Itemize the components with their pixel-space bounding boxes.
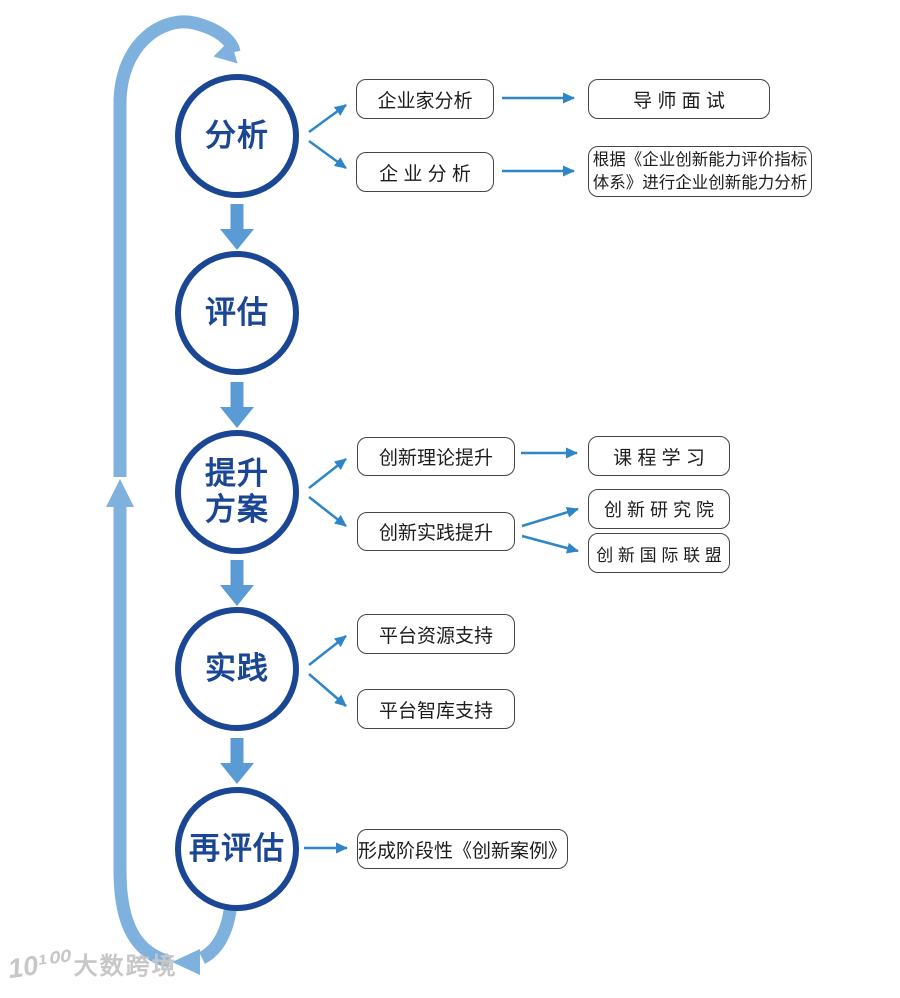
loop-bottom-right-curve (198, 902, 238, 964)
flow-box-entrepreneur-analysis: 企业家分析 (356, 79, 494, 119)
stage-circle-re-evaluation: 再评估 (175, 787, 299, 911)
stage-circle-improvement-plan: 提升 方案 (175, 430, 299, 554)
stage-label: 再评估 (189, 831, 285, 867)
down-arrow-icon (220, 382, 254, 428)
flow-box-enterprise-analysis: 企 业 分 析 (356, 152, 494, 192)
stage-label: 实践 (205, 651, 269, 687)
arrow-practice-stage-to-thinktank (308, 673, 347, 707)
arrow-plan-to-theory (308, 458, 347, 489)
down-arrow-icon (220, 560, 254, 606)
flow-box-innovation-cases: 形成阶段性《创新案例》 (357, 829, 568, 869)
stage-label: 提升 方案 (205, 456, 269, 527)
stage-down-arrows (220, 204, 254, 784)
arrow-analysis-to-entrepreneur (308, 103, 347, 134)
arrow-practice-to-institute (521, 506, 579, 528)
feedback-loop-arrow (113, 15, 241, 969)
flow-box-platform-resources: 平台资源支持 (357, 614, 515, 654)
arrow-analysis-to-enterprise (308, 139, 347, 170)
stage-circle-evaluation: 评估 (175, 251, 299, 375)
stage-label-line: 提升 (205, 456, 269, 492)
down-arrow-icon (220, 738, 254, 784)
loop-arrowhead-up-icon (106, 479, 134, 507)
stage-circle-analysis: 分析 (175, 74, 299, 198)
loop-arrowhead-left-icon (172, 949, 200, 975)
loop-arrowhead-top-icon (213, 39, 238, 64)
stage-circle-practice: 实践 (175, 607, 299, 731)
arrow-practice-to-alliance (521, 534, 579, 554)
flow-box-line: 体系》进行企业创新能力分析 (592, 173, 808, 192)
arrow-plan-to-practice (308, 496, 347, 527)
flow-box-innovation-alliance: 创 新 国 际 联 盟 (588, 533, 730, 573)
flow-box-course-learning: 课 程 学 习 (588, 436, 730, 476)
flow-box-index-system: 根据《企业创新能力评价指标 体系》进行企业创新能力分析 (588, 146, 812, 197)
watermark: 10¹⁰⁰ 大数跨境 (6, 946, 178, 984)
stage-label-line: 方案 (205, 492, 269, 527)
flow-box-line: 根据《企业创新能力评价指标 (592, 151, 808, 170)
watermark-logo-icon: 10¹⁰⁰ (6, 945, 71, 985)
flow-box-mentor-interview: 导 师 面 试 (588, 79, 770, 119)
loop-top-arc (113, 15, 241, 105)
flow-box-innovation-institute: 创 新 研 究 院 (588, 489, 730, 529)
flow-box-innovation-theory: 创新理论提升 (357, 437, 515, 476)
arrow-practice-stage-to-resources (308, 635, 347, 666)
watermark-text: 大数跨境 (73, 952, 178, 980)
flow-box-platform-thinktank: 平台智库支持 (357, 689, 515, 729)
down-arrow-icon (220, 204, 254, 250)
stage-label: 分析 (205, 118, 269, 154)
flow-box-innovation-practice: 创新实践提升 (357, 512, 515, 551)
stage-label: 评估 (205, 295, 269, 331)
branch-arrows (304, 92, 579, 854)
loop-bottom-left-curve (113, 869, 172, 969)
